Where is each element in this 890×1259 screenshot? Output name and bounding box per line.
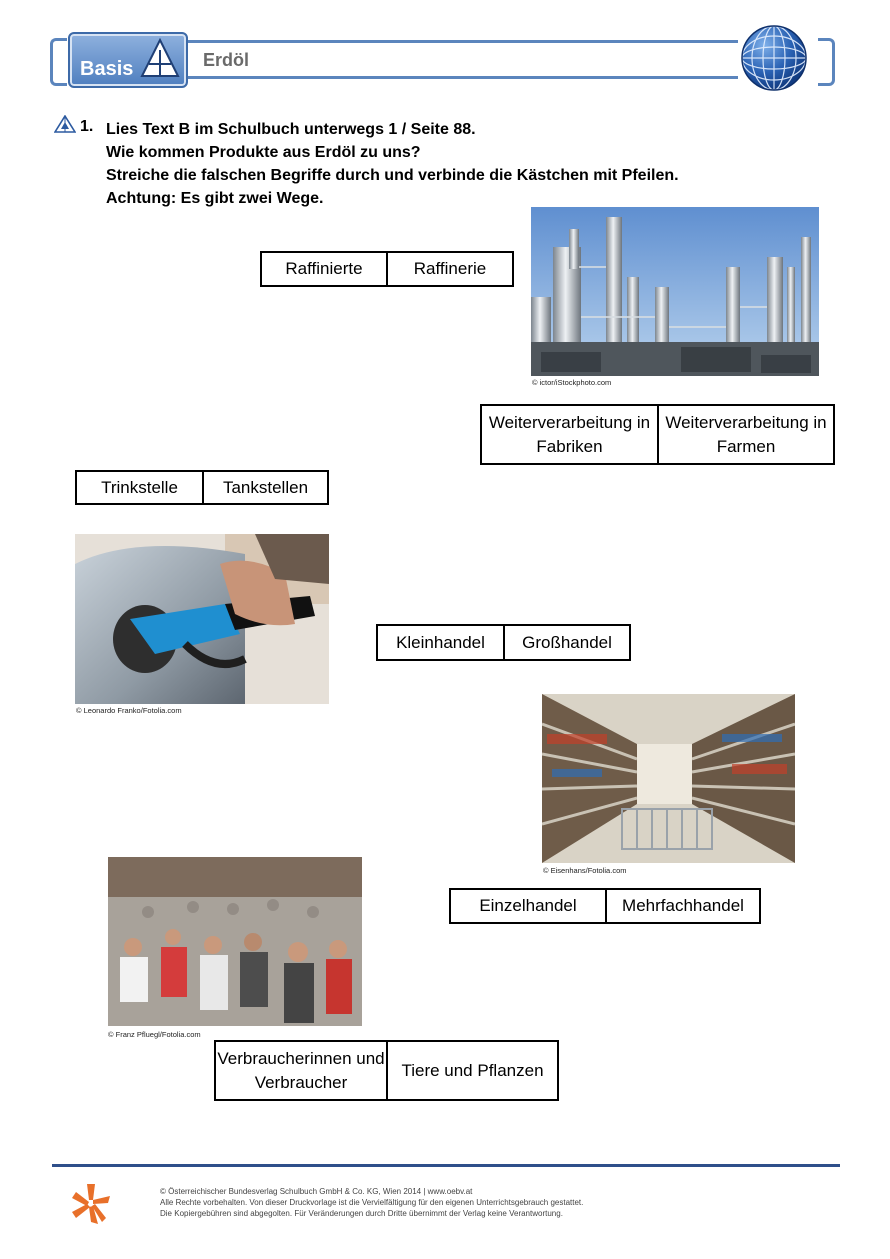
- copyright-line: Die Kopiergebühren sind abgegolten. Für …: [160, 1209, 563, 1218]
- option-box[interactable]: Tankstellen: [202, 470, 329, 505]
- option-box[interactable]: Raffinerie: [386, 251, 514, 287]
- task-number: 1.: [80, 118, 94, 135]
- option-box[interactable]: Großhandel: [503, 624, 631, 661]
- footer-rule: [52, 1164, 840, 1167]
- task-instructions: Lies Text B im Schulbuch unterwegs 1 / S…: [106, 118, 679, 210]
- task-line: Lies Text B im Schulbuch unterwegs 1 / S…: [106, 121, 476, 138]
- option-pair-station: Trinkstelle Tankstellen: [75, 470, 329, 505]
- photo-credit: © Leonardo Franko/Fotolia.com: [76, 706, 182, 715]
- option-box[interactable]: Einzelhandel: [449, 888, 607, 924]
- supermarket-photo: [542, 694, 795, 863]
- header-rule-top: [186, 40, 738, 43]
- option-box[interactable]: Weiterverarbeitung in Farmen: [657, 404, 835, 465]
- photo-credit: © Franz Pfluegl/Fotolia.com: [108, 1030, 201, 1039]
- task-line: Achtung: Es gibt zwei Wege.: [106, 190, 324, 207]
- photo-credit: © ictor/iStockphoto.com: [532, 378, 612, 387]
- header-bracket-right: [818, 38, 835, 86]
- photo-credit: © Eisenhans/Fotolia.com: [543, 866, 627, 875]
- option-box[interactable]: Verbraucherinnen und Verbraucher: [214, 1040, 388, 1101]
- page-title: Erdöl: [203, 50, 250, 70]
- globe-icon: [741, 25, 807, 91]
- option-pair-retail: Einzelhandel Mehrfachhandel: [449, 888, 761, 924]
- copyright-line: © Österreichischer Bundesverlag Schulbuc…: [160, 1187, 473, 1196]
- option-box[interactable]: Kleinhandel: [376, 624, 505, 661]
- task-line: Streiche die falschen Begriffe durch und…: [106, 167, 679, 184]
- option-pair-consumers: Verbraucherinnen und Verbraucher Tiere u…: [214, 1040, 559, 1101]
- fuel-nozzle-photo: [75, 534, 329, 704]
- option-pair-refinery: Raffinierte Raffinerie: [260, 251, 514, 287]
- option-pair-processing: Weiterverarbeitung in Fabriken Weiterver…: [480, 404, 835, 465]
- option-pair-trade: Kleinhandel Großhandel: [376, 624, 631, 661]
- crowd-photo: [108, 857, 362, 1026]
- option-box[interactable]: Raffinierte: [260, 251, 388, 287]
- copyright-notice: © Österreichischer Bundesverlag Schulbuc…: [160, 1186, 583, 1219]
- task-level-icon: [54, 115, 76, 133]
- option-box[interactable]: Mehrfachhandel: [605, 888, 761, 924]
- header-rule-bottom: [186, 76, 738, 79]
- copyright-line: Alle Rechte vorbehalten. Von dieser Druc…: [160, 1198, 584, 1207]
- task-line: Wie kommen Produkte aus Erdöl zu uns?: [106, 144, 421, 161]
- basis-badge: Basis: [68, 32, 188, 88]
- option-box[interactable]: Trinkstelle: [75, 470, 204, 505]
- header-bracket-left: [50, 38, 67, 86]
- refinery-photo: [531, 207, 819, 376]
- level-triangle-icon: [140, 38, 180, 77]
- option-box[interactable]: Weiterverarbeitung in Fabriken: [480, 404, 659, 465]
- basis-badge-label: Basis: [80, 58, 134, 80]
- option-box[interactable]: Tiere und Pflanzen: [386, 1040, 559, 1101]
- publisher-logo-icon: [72, 1184, 110, 1224]
